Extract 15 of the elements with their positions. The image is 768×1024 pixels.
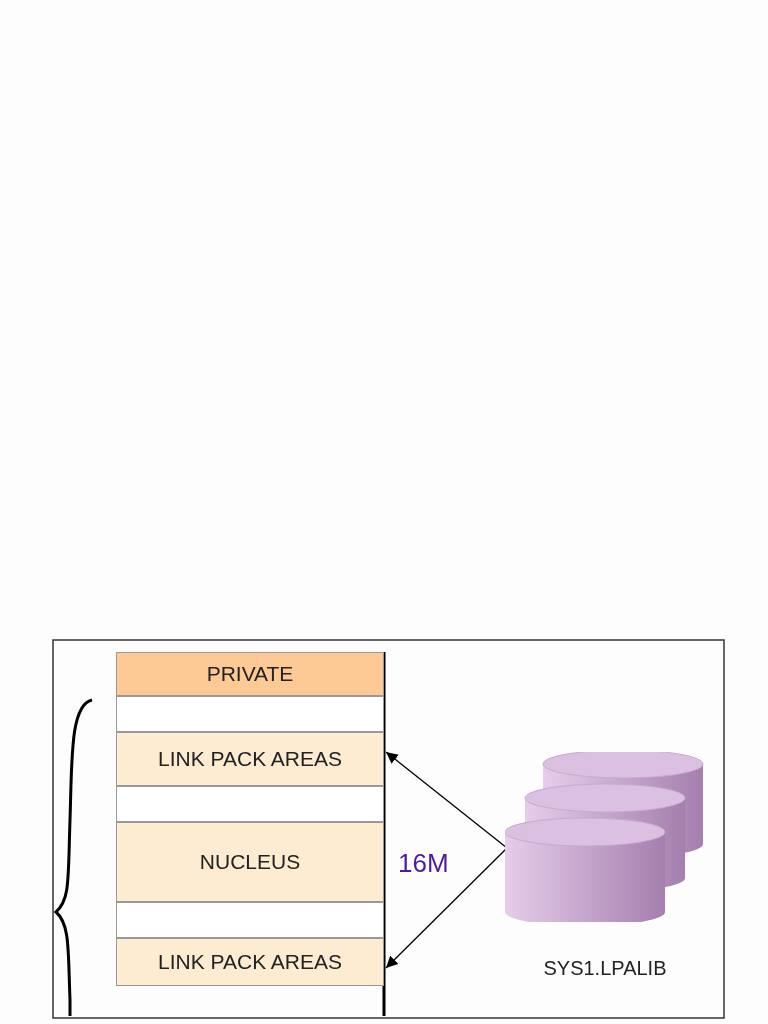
region-band <box>116 732 384 786</box>
arrow <box>385 751 508 849</box>
region-band <box>116 652 384 696</box>
region-label: LINK PACK AREAS <box>158 747 342 771</box>
region-label: NUCLEUS <box>199 850 301 874</box>
arrow <box>385 847 508 969</box>
region-band <box>116 938 384 986</box>
empty-band <box>116 696 384 732</box>
region-label: LINK PACK AREAS <box>158 950 342 974</box>
empty-band <box>116 902 384 938</box>
disk-label: SYS1.LPALIB <box>543 957 667 980</box>
boundary-label: 16M <box>398 848 449 879</box>
region-band <box>116 822 384 902</box>
empty-band <box>116 786 384 822</box>
region-label: PRIVATE <box>206 662 294 686</box>
